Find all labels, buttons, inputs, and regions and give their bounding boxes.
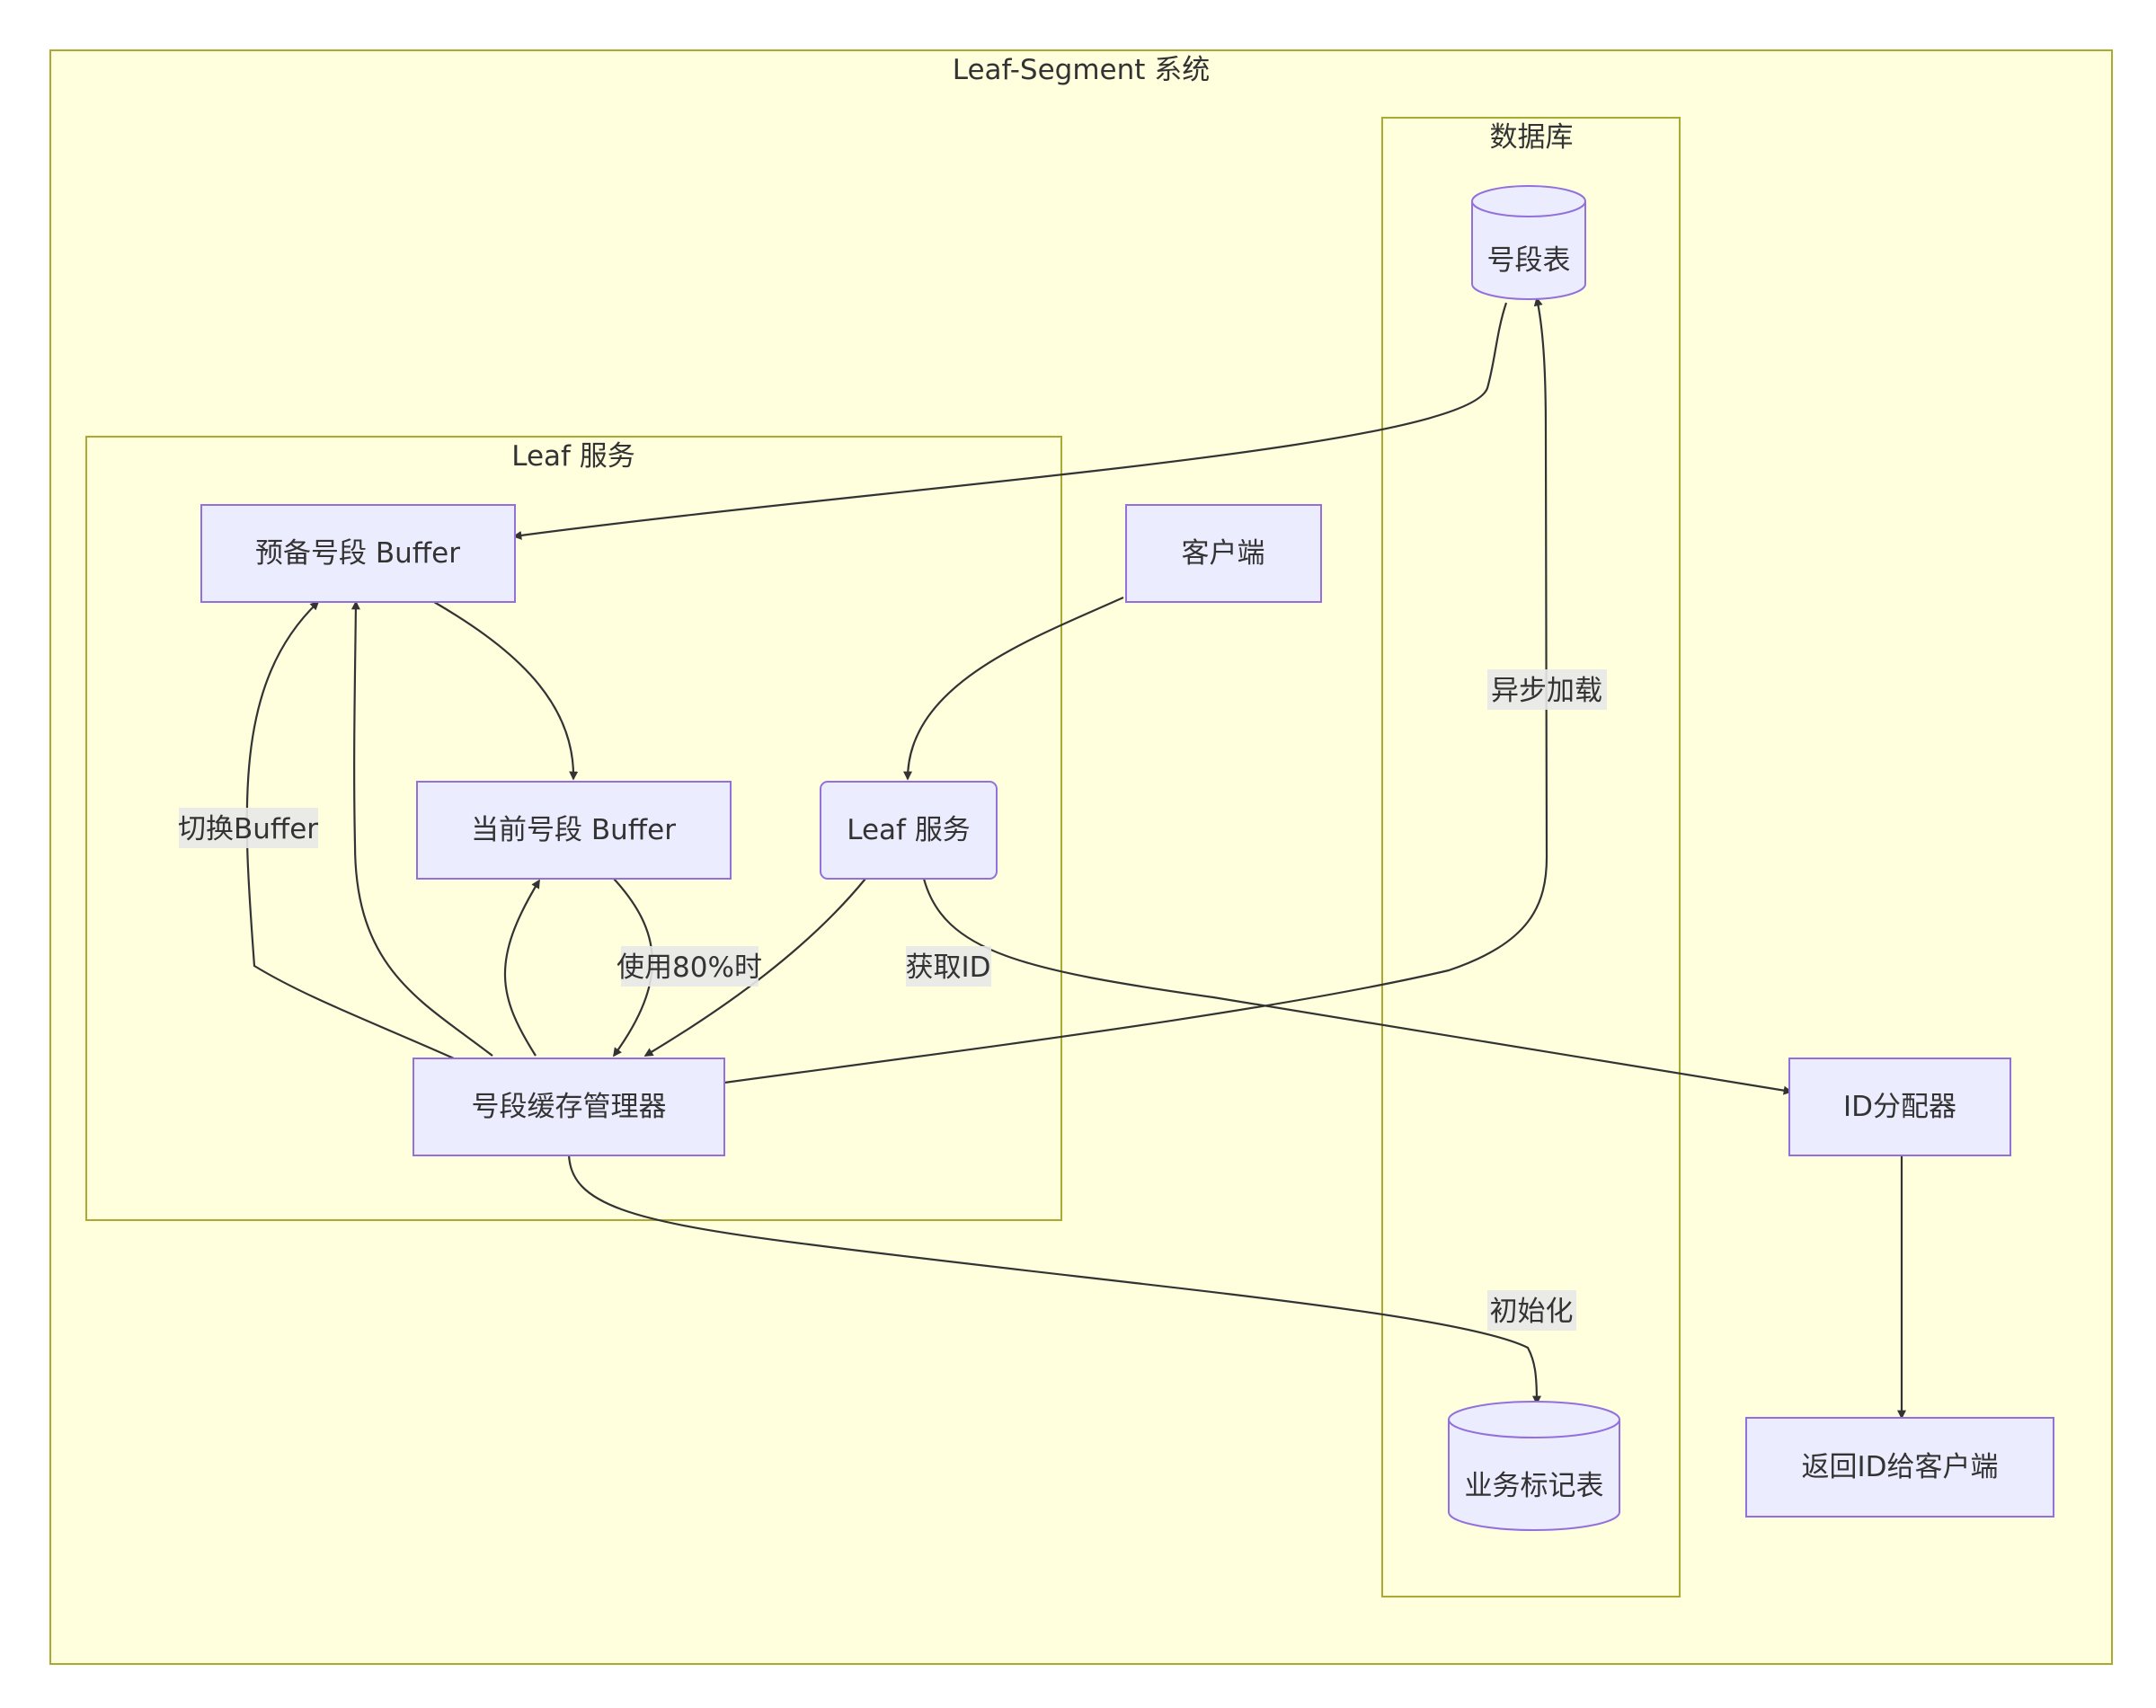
- edge-cache-manager-to-standby-switch: [245, 600, 455, 1060]
- edge-label-get-id-text: 获取ID: [905, 951, 990, 984]
- edge-label-get-id: 获取ID: [905, 946, 991, 987]
- edge-label-init-text: 初始化: [1490, 1296, 1574, 1328]
- node-leaf-service-label: Leaf 服务: [847, 814, 971, 846]
- edge-cache-manager-to-current: [503, 879, 540, 1057]
- edge-cache-manager-to-standby: [350, 600, 493, 1057]
- node-id-allocator[interactable]: ID分配器: [1788, 1058, 2011, 1156]
- node-return-id-label: 返回ID给客户端: [1801, 1451, 1998, 1483]
- edge-label-use-80: 使用80%时: [617, 946, 762, 987]
- edge-label-init: 初始化: [1487, 1290, 1576, 1331]
- node-biz-tag-table-label: 业务标记表: [1465, 1470, 1604, 1502]
- node-cache-manager-label: 号段缓存管理器: [472, 1091, 667, 1123]
- node-standby-buffer-label: 预备号段 Buffer: [255, 537, 460, 570]
- edge-label-async-load: 异步加载: [1487, 669, 1607, 710]
- edge-standby-to-current: [433, 601, 579, 781]
- edges: [245, 296, 1906, 1420]
- cluster-title-leaf-service: Leaf 服务: [511, 440, 635, 473]
- edge-client-to-leaf-service: [903, 596, 1124, 781]
- node-return-id[interactable]: 返回ID给客户端: [1745, 1417, 2054, 1518]
- node-leaf-service[interactable]: Leaf 服务: [820, 781, 998, 880]
- edge-cache-manager-to-segment-table: [723, 296, 1548, 1084]
- edge-leaf-service-to-id-allocator: [922, 878, 1793, 1095]
- node-current-buffer[interactable]: 当前号段 Buffer: [416, 781, 732, 880]
- edge-label-switch-buffer-text: 切换Buffer: [178, 813, 318, 845]
- node-biz-tag-table[interactable]: 业务标记表: [1448, 1401, 1620, 1531]
- edge-cache-manager-to-biz-tag-table: [567, 1154, 1541, 1405]
- node-segment-table-label: 号段表: [1487, 244, 1571, 277]
- node-current-buffer-label: 当前号段 Buffer: [471, 814, 676, 846]
- node-client[interactable]: 客户端: [1125, 504, 1322, 603]
- edge-label-async-load-text: 异步加载: [1491, 675, 1602, 707]
- node-client-label: 客户端: [1182, 537, 1265, 570]
- node-id-allocator-label: ID分配器: [1843, 1091, 1956, 1123]
- edge-segment-table-to-standby: [512, 302, 1508, 540]
- cluster-title-database: 数据库: [1490, 121, 1574, 154]
- node-cache-manager[interactable]: 号段缓存管理器: [413, 1058, 725, 1156]
- cluster-title-system: Leaf-Segment 系统: [953, 54, 1211, 86]
- edge-label-switch-buffer: 切换Buffer: [178, 808, 318, 848]
- node-segment-table[interactable]: 号段表: [1471, 185, 1586, 300]
- edge-leaf-service-to-cache-manager: [643, 878, 866, 1057]
- cluster-database: 数据库: [1381, 117, 1681, 1597]
- node-standby-buffer[interactable]: 预备号段 Buffer: [200, 504, 516, 603]
- edge-label-use-80-text: 使用80%时: [617, 951, 762, 984]
